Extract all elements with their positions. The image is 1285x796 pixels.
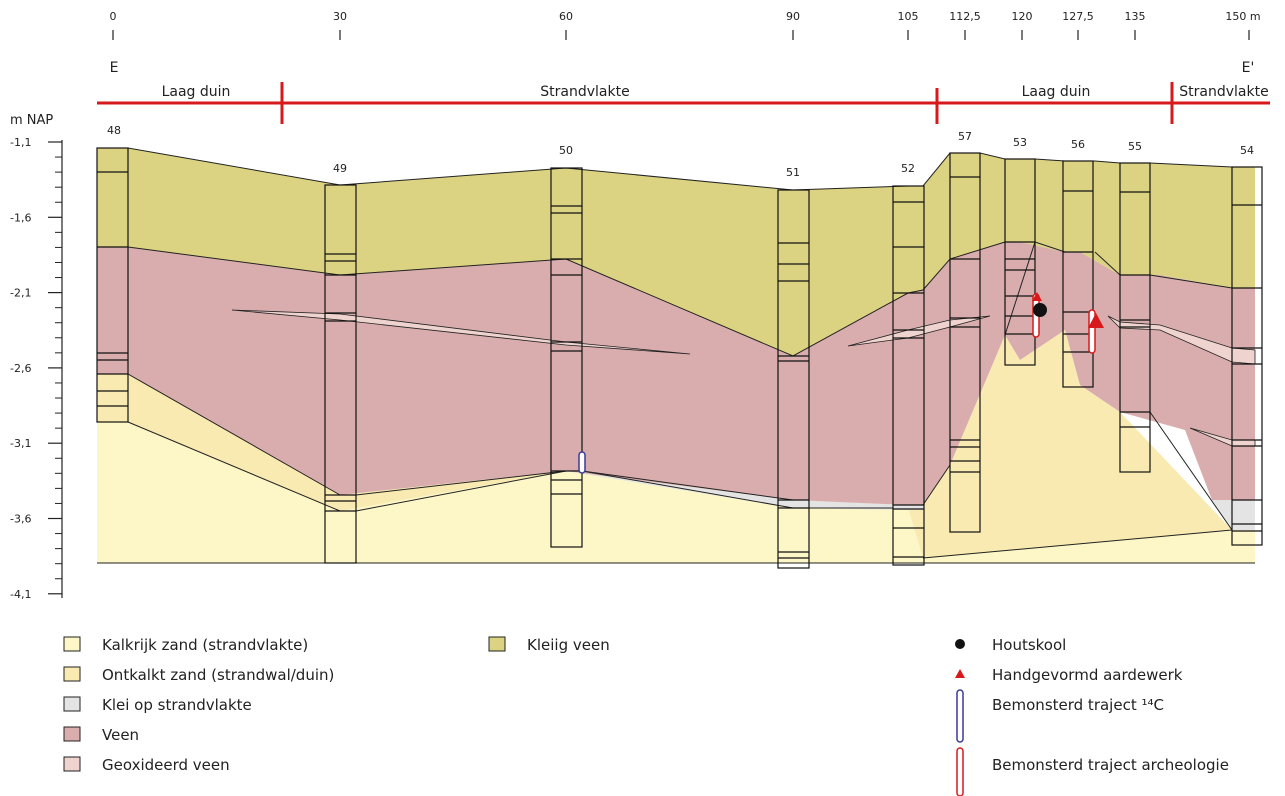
zone-label: Laag duin — [162, 84, 231, 100]
layer-ontkalkt-zand — [97, 330, 1255, 558]
borehole-column: 53 — [1004, 136, 1036, 366]
borehole-outline — [1004, 158, 1036, 366]
layer-veen — [97, 242, 1255, 505]
distance-tick-label: 105 — [898, 10, 919, 23]
borehole-column: 51 — [777, 166, 810, 569]
legend-label: Geoxideerd veen — [102, 756, 230, 774]
layer-klei-east — [1212, 500, 1255, 530]
depth-tick-label: -4,1 — [10, 588, 31, 601]
borehole-column: 57 — [949, 130, 981, 533]
borehole-outline — [550, 167, 583, 548]
legend-label: Bemonsterd traject archeologie — [992, 756, 1229, 774]
borehole-outline — [1231, 166, 1263, 546]
borehole-label: 54 — [1240, 144, 1254, 157]
legend-label: Handgevormd aardewerk — [992, 666, 1183, 684]
distance-tick-label: 0 — [110, 10, 117, 23]
borehole-outline — [324, 184, 357, 564]
depth-tick-label: -2,6 — [10, 362, 31, 375]
borehole-column: 54 — [1231, 144, 1263, 546]
distance-tick-label: 112,5 — [949, 10, 981, 23]
lens-geoxideerd-veen-1 — [231, 309, 691, 355]
legend-swatch — [63, 696, 81, 712]
zone-label: Strandvlakte — [1179, 84, 1268, 100]
layer-ontkalkt-zand-dune — [923, 465, 1232, 558]
pottery-triangle-icon — [1032, 292, 1042, 301]
distance-tick-label: 135 — [1125, 10, 1146, 23]
borehole-column: 48 — [96, 124, 129, 423]
zone-bar: Laag duin Strandvlakte Laag duin Strandv… — [97, 60, 1270, 124]
cross-section-body — [97, 147, 1256, 564]
distance-axis: 0 30 60 90 105 112,5 120 127,5 135 150 m — [110, 10, 1261, 40]
borehole-outline — [1062, 160, 1094, 388]
borehole-label: 55 — [1128, 140, 1142, 153]
borehole-label: 50 — [559, 144, 573, 157]
pottery-triangle-icon — [955, 669, 965, 678]
layer-klei — [566, 471, 923, 510]
borehole-column: 56 — [1062, 138, 1094, 388]
archeology-sample-icon — [956, 747, 964, 796]
legend-swatch — [63, 666, 81, 682]
legend-label: Ontkalkt zand (strandwal/duin) — [102, 666, 334, 684]
depth-tick-label: -2,1 — [10, 287, 31, 300]
depth-axis-title: m NAP — [10, 113, 53, 128]
zone-label: Laag duin — [1022, 84, 1091, 100]
legend-swatch — [63, 726, 81, 742]
c14-sample-marker — [578, 451, 586, 474]
borehole-column: 52 — [892, 162, 925, 566]
depth-tick-label: -3,1 — [10, 437, 31, 450]
borehole-label: 49 — [333, 162, 347, 175]
legend-swatch — [63, 756, 81, 772]
c14-sample-icon — [956, 689, 964, 743]
legend: Kalkrijk zand (strandvlakte) Ontkalkt za… — [63, 636, 1229, 796]
archeology-sample-marker — [1088, 309, 1096, 354]
profile-end-label: E' — [1242, 60, 1255, 76]
legend-swatch — [488, 636, 506, 652]
depth-axis: m NAP -1,1 -1,6 -2,1 -2,6 -3,1 -3,6 -4,1 — [10, 113, 63, 601]
legend-label: Bemonsterd traject ¹⁴C — [992, 696, 1164, 714]
distance-tick-label: 60 — [559, 10, 573, 23]
charcoal-dot-icon — [1033, 303, 1047, 317]
borehole-outline — [777, 189, 810, 569]
depth-tick-label: -3,6 — [10, 513, 31, 526]
legend-label: Klei op strandvlakte — [102, 696, 252, 714]
borehole-column: 55 — [1119, 140, 1151, 473]
legend-label: Kleiig veen — [527, 636, 610, 654]
sample-markers — [578, 292, 1104, 474]
legend-swatch — [63, 636, 81, 652]
distance-tick-label: 30 — [333, 10, 347, 23]
borehole-label: 51 — [786, 166, 800, 179]
legend-label: Veen — [102, 726, 139, 744]
layer-kalkrijk-zand — [97, 422, 1255, 563]
profile-start-label: E — [110, 60, 119, 76]
lens-geoxideerd-veen-3 — [1107, 315, 1256, 365]
borehole-label: 57 — [958, 130, 972, 143]
distance-tick-label: 120 — [1012, 10, 1033, 23]
borehole-outline — [949, 152, 981, 533]
borehole-label: 48 — [107, 124, 121, 137]
borehole-outline — [1119, 162, 1151, 473]
charcoal-dot-icon — [955, 639, 965, 649]
borehole-column: 50 — [550, 144, 583, 548]
borehole-label: 52 — [901, 162, 915, 175]
legend-layers: Kalkrijk zand (strandvlakte) Ontkalkt za… — [63, 636, 610, 774]
borehole-outline — [96, 147, 129, 423]
borehole-label: 56 — [1071, 138, 1085, 151]
depth-tick-label: -1,6 — [10, 211, 31, 224]
depth-tick-label: -1,1 — [10, 136, 31, 149]
borehole-label: 53 — [1013, 136, 1027, 149]
legend-label: Kalkrijk zand (strandvlakte) — [102, 636, 308, 654]
borehole-outline — [892, 185, 925, 566]
zone-label: Strandvlakte — [540, 84, 629, 100]
borehole-columns: 48 49 50 51 52 57 53 56 55 54 — [96, 124, 1263, 569]
distance-tick-label: 90 — [786, 10, 800, 23]
legend-symbols: Houtskool Handgevormd aardewerk Bemonste… — [955, 636, 1229, 796]
borehole-column: 49 — [324, 162, 357, 564]
distance-tick-label: 127,5 — [1062, 10, 1094, 23]
distance-tick-label: 150 m — [1225, 10, 1260, 23]
layer-kleiig-veen — [97, 148, 1255, 356]
lens-geoxideerd-veen-4 — [1189, 427, 1256, 447]
pottery-triangle-icon — [1088, 313, 1104, 328]
legend-label: Houtskool — [992, 636, 1066, 654]
